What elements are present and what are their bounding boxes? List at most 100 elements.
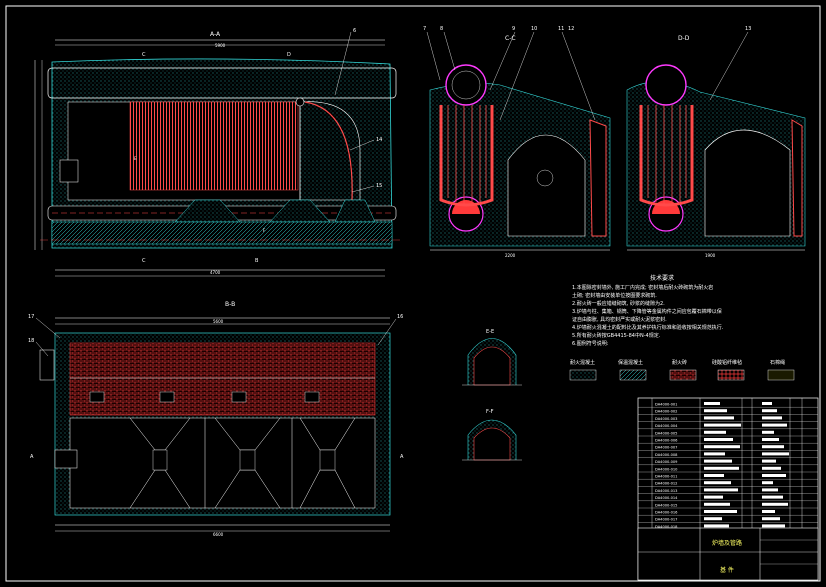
view-label-c-c: C-C	[505, 35, 516, 42]
callout-6: 6	[353, 28, 356, 34]
legend-swatch-2	[619, 369, 647, 381]
bom-code: DA4000-007	[655, 446, 677, 450]
note-line-1: 1.本图除密封墙外, 施工厂内完成; 密封墙后耐火砖砌筑为耐火岩	[572, 285, 714, 291]
bom-name-cell	[704, 502, 730, 506]
bom-name-cell	[704, 445, 740, 449]
legend-swatch-5	[767, 369, 795, 381]
bom-material-cell	[762, 466, 781, 470]
title-block-sub: 基 件	[720, 566, 734, 574]
callout-16: 16	[397, 314, 403, 320]
bom-material-cell	[762, 430, 774, 434]
bom-material-cell	[762, 445, 784, 449]
bom-code: DA4000-009	[655, 460, 678, 464]
note-line-6: 4.炉墙耐火混凝土的配料比及其养护执行标准和验收按相关规范执行.	[572, 325, 724, 331]
bom-code: DA4000-013	[655, 489, 677, 493]
view-b-b: B-B 5600 6600 17 18 16 A A	[28, 301, 404, 537]
bom-name-cell	[704, 510, 737, 513]
bom-code: DA4000-005	[655, 431, 677, 435]
bom-material-cell	[762, 502, 788, 506]
bom-material-cell	[762, 409, 777, 413]
bom-material-cell	[762, 517, 780, 521]
dim-b-bottom: 6600	[213, 532, 224, 537]
callout-12: 12	[568, 26, 574, 32]
bom-name-cell	[704, 409, 727, 413]
bom-name-cell	[704, 452, 725, 456]
bom-table: DA4000-001DA4000-002DA4000-003DA4000-004…	[637, 397, 819, 581]
dim-a-bottom: 4700	[210, 270, 221, 275]
legend-swatch-1	[569, 369, 597, 381]
bom-material-cell	[762, 459, 776, 463]
bom-code: DA4000-018	[655, 525, 678, 529]
bom-material-cell	[762, 402, 772, 405]
note-line-8: 6.图例符号说明:	[572, 341, 609, 347]
legend-label-2: 保温混凝土	[618, 360, 644, 366]
view-d-d: D-D 1900 13	[626, 26, 806, 258]
dim-d-d: 1900	[705, 253, 716, 258]
bom-code: DA4000-008	[655, 453, 678, 457]
bom-name-cell	[704, 517, 722, 521]
legend-label-5: 石棉绳	[770, 360, 786, 366]
svg-text:C: C	[142, 258, 146, 264]
svg-text:E: E	[134, 156, 137, 161]
view-label-e-e: E-E	[486, 329, 494, 335]
callout-13: 13	[745, 26, 751, 32]
sheet-frame	[5, 5, 821, 582]
note-line-2: 土砌; 密封墙由安装单位按图要求砌筑.	[572, 293, 657, 299]
bom-code: DA4000-012	[655, 482, 677, 486]
view-label-a-a: A-A	[210, 31, 221, 38]
bom-material-cell	[762, 481, 773, 485]
bom-code: DA4000-017	[655, 518, 677, 522]
bom-material-cell	[762, 524, 785, 528]
svg-text:A: A	[400, 454, 404, 460]
svg-text:F: F	[263, 228, 266, 233]
legend-label-1: 耐火混凝土	[570, 360, 596, 366]
note-line-4: 3.炉墙与柱、集箱、锅筒、下降管等金属构件之间应包覆石棉带以保	[572, 309, 722, 315]
bom-name-cell	[704, 416, 734, 420]
bom-name-cell	[704, 459, 732, 463]
legend	[569, 369, 795, 381]
view-f-f: F-F	[462, 409, 522, 461]
svg-text:D: D	[287, 52, 291, 58]
bom-code: DA4000-001	[655, 403, 677, 407]
callout-14: 14	[376, 137, 382, 143]
bom-material-cell	[762, 488, 778, 492]
bom-material-cell	[762, 416, 782, 420]
bom-name-cell	[704, 524, 729, 528]
note-line-7: 5.所有耐火砖按GB4415-84中N-4规定.	[572, 333, 661, 339]
callout-11: 11	[558, 26, 564, 32]
bom-name-cell	[704, 466, 739, 470]
bom-code: DA4000-011	[655, 475, 677, 479]
bom-name-cell	[704, 402, 720, 405]
bom-name-cell	[704, 474, 724, 477]
view-c-c: C-C 2200 7 8 9 10 11 12	[423, 26, 611, 258]
bom-code: DA4000-003	[655, 417, 677, 421]
bom-material-cell	[762, 474, 786, 477]
callout-8: 8	[440, 26, 443, 32]
bom-name-cell	[704, 488, 738, 492]
bom-code: DA4000-014	[655, 496, 678, 500]
svg-text:A: A	[30, 454, 34, 460]
legend-swatch-4	[717, 369, 745, 381]
note-line-5: 证自由膨胀, 具均密封严实或耐火泥浆密封.	[572, 317, 667, 323]
bom-material-cell	[762, 495, 783, 499]
legend-label-4: 硅酸铝纤维毡	[712, 360, 743, 366]
svg-text:C: C	[142, 52, 146, 58]
bom-material-cell	[762, 452, 789, 456]
legend-swatch-3	[669, 369, 697, 381]
bom-material-cell	[762, 423, 787, 427]
bom-code: DA4000-004	[655, 424, 678, 428]
title-block-name: 炉墙及管路	[712, 539, 742, 547]
bom-code: DA4000-015	[655, 503, 677, 507]
callout-18: 18	[28, 338, 34, 344]
callout-9: 9	[512, 26, 515, 32]
bom-name-cell	[704, 438, 733, 441]
bom-code: DA4000-002	[655, 410, 677, 414]
callout-17: 17	[28, 314, 34, 320]
bom-code: DA4000-016	[655, 511, 678, 515]
bom-name-cell	[704, 423, 741, 427]
view-label-b-b: B-B	[225, 301, 235, 308]
notes-title: 技术要求	[650, 275, 675, 282]
view-label-f-f: F-F	[486, 409, 494, 415]
bom-name-cell	[704, 430, 726, 434]
